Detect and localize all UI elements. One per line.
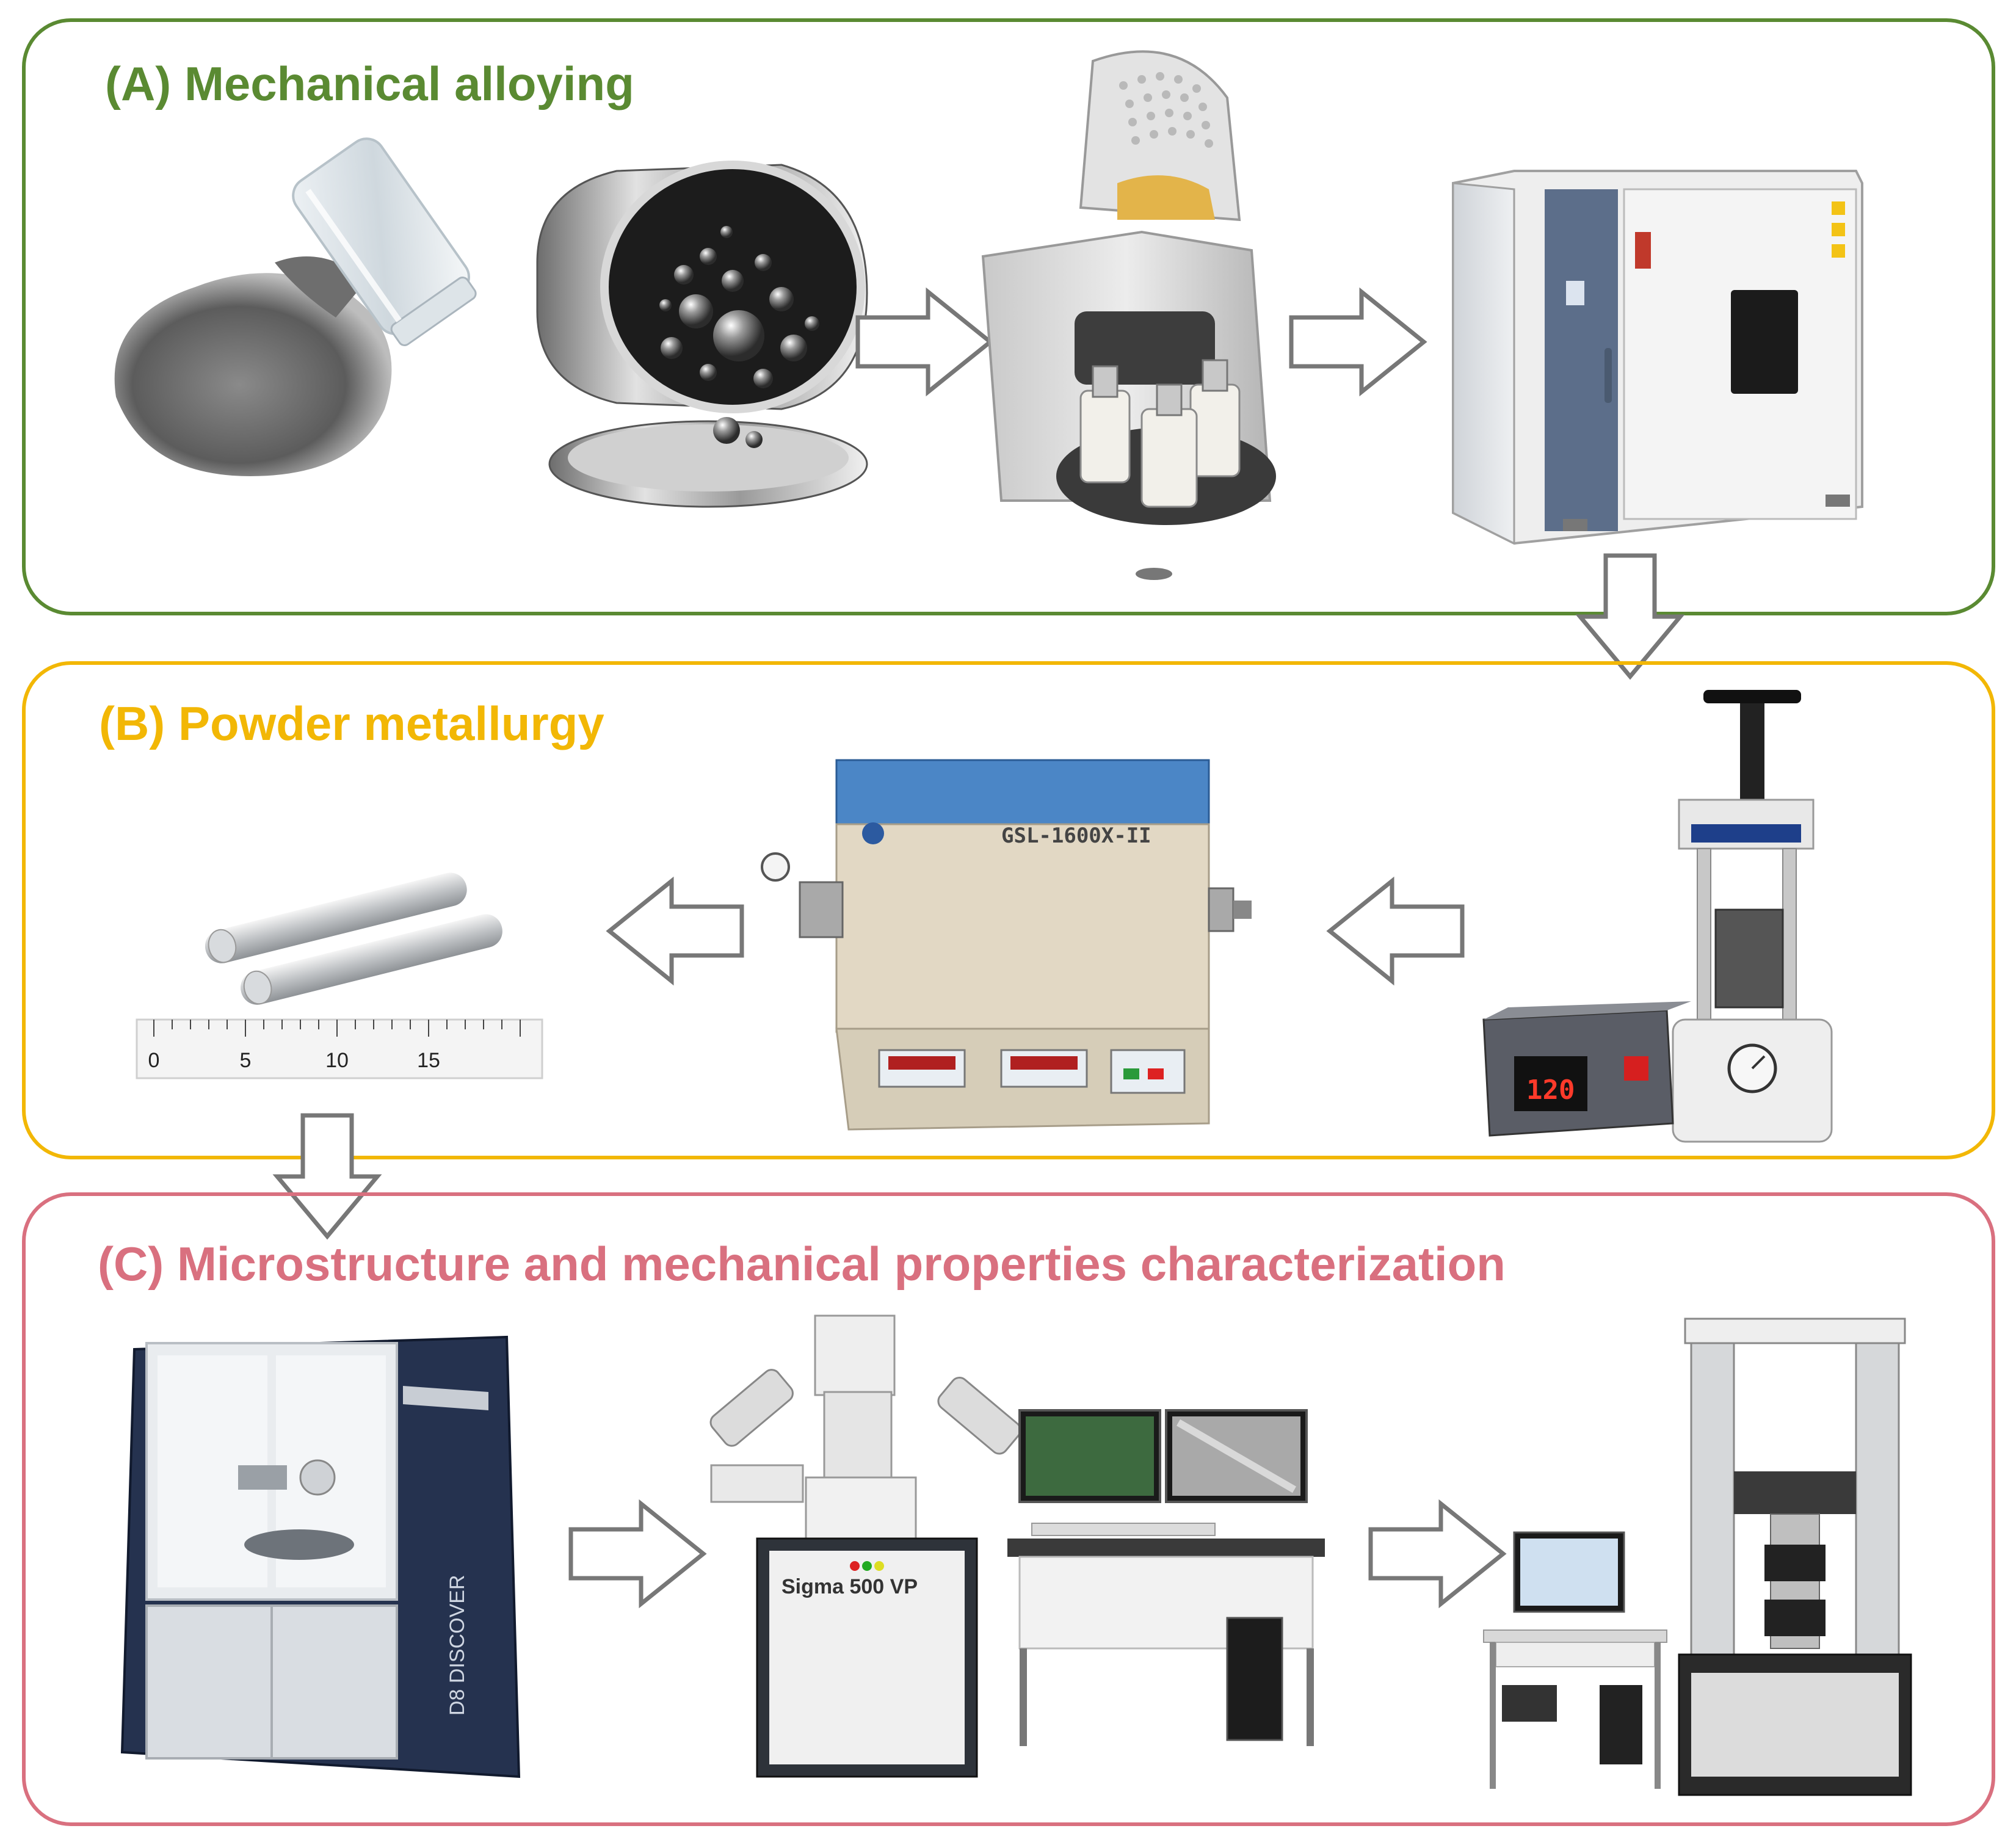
arrow-icon: [606, 876, 744, 986]
arrow-icon: [855, 287, 994, 397]
ruler-tick-15: 15: [417, 1049, 440, 1072]
panel-b-title: (B) Powder metallurgy: [99, 697, 604, 750]
arrow-icon: [1289, 287, 1427, 397]
arrow-icon: [1575, 553, 1685, 680]
panel-characterization: [22, 1192, 1995, 1826]
xrd-diffractometer-icon: D8 DISCOVER: [120, 1335, 521, 1778]
arrow-icon: [568, 1499, 707, 1609]
tube-furnace-icon: GSL-1600X-II: [761, 759, 1252, 1131]
ruler-tick-0: 0: [148, 1049, 160, 1072]
panel-mechanical-alloying: [22, 18, 1995, 615]
panel-c-title: (C) Microstructure and mechanical proper…: [98, 1237, 1506, 1291]
planetary-ball-mill-icon: [981, 50, 1276, 580]
sem-workstation-icon: [1007, 1409, 1325, 1746]
drying-oven-icon: [1452, 170, 1863, 545]
alloy-rods-icon: [205, 872, 502, 1005]
arrow-icon: [1326, 876, 1465, 986]
furnace-model-label: GSL-1600X-II: [1001, 824, 1151, 848]
panel-powder-metallurgy: [22, 661, 1995, 1159]
ruler-icon: 0 5 10 15: [136, 1018, 543, 1079]
arrow-icon: [1368, 1499, 1507, 1609]
sem-microscope-icon: Sigma 500 VP: [709, 1314, 1021, 1778]
sem-model-label: Sigma 500 VP: [781, 1575, 918, 1598]
ruler-tick-5: 5: [240, 1049, 252, 1072]
milling-jar-icon: [536, 161, 868, 508]
tensile-tester-icon: [1678, 1318, 1912, 1796]
hydraulic-press-icon: 120: [1482, 690, 1833, 1143]
ruler-tick-10: 10: [325, 1049, 349, 1072]
press-display: 120: [1526, 1075, 1575, 1106]
xrd-model-label: D8 DISCOVER: [446, 1575, 469, 1716]
panel-a-title: (A) Mechanical alloying: [105, 57, 634, 111]
metal-powder-icon: [114, 137, 477, 476]
arrow-icon: [272, 1113, 382, 1240]
computer-desk-icon: [1483, 1531, 1667, 1789]
